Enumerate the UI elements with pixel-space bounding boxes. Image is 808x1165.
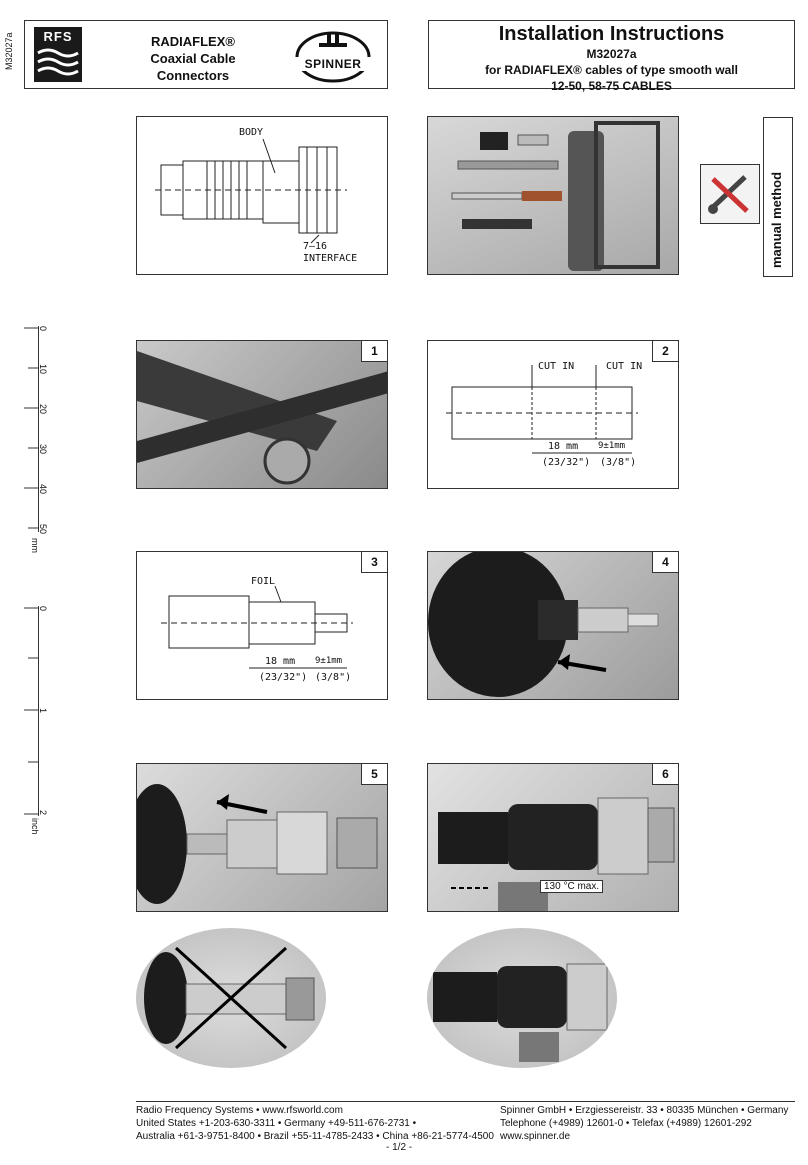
rfs-logo-text: RFS (43, 29, 73, 44)
spinner-emblem-icon (295, 31, 371, 83)
saw-cutting-illustration (137, 351, 387, 485)
subtitle: for RADIAFLEX® cables of type smooth wal… (485, 63, 738, 77)
footer-spinner-web: www.spinner.de (500, 1131, 571, 1142)
foil-dimension-drawing (161, 585, 353, 669)
header-left: RFS RADIAFLEX® Coaxial Cable Connectors … (24, 20, 388, 89)
ruler-inch-unit: inch (30, 818, 40, 835)
overview-drawing: BODY 7–16 INTERFACE (136, 116, 388, 275)
step-number: 5 (361, 764, 387, 785)
step-number: 6 (652, 764, 678, 785)
sleeve-illustration (428, 552, 659, 697)
product-line3: Connectors (156, 68, 230, 83)
mm-ruler (24, 326, 39, 532)
ruler-mm-unit: mm (30, 538, 40, 553)
dimension-2: 9±1mm (315, 656, 343, 666)
step-6-photo: 130 °C max. 6 (427, 763, 679, 912)
wave-icon (37, 48, 79, 76)
foil-label: FOIL (251, 576, 276, 587)
ruler-inch-1: 1 (38, 708, 48, 714)
body-label: BODY (239, 127, 264, 138)
document-id: M32027a (4, 32, 14, 70)
temperature-label: 130 °C max. (540, 880, 604, 893)
dimension-1-inch: (23/32") (259, 672, 308, 683)
step-number: 3 (361, 552, 387, 573)
dimension-1: 18 mm (265, 656, 296, 667)
cable-types: 12-50, 58-75 CABLES (551, 79, 672, 93)
right-method-illustration (433, 963, 608, 1062)
cut-dimension-drawing (446, 365, 638, 454)
right-method-oval (427, 928, 617, 1068)
dimension-2-inch: (3/8") (315, 672, 352, 683)
cut-in-label-1: CUT IN (538, 361, 575, 372)
dimension-2: 9±1mm (598, 441, 626, 451)
interface-word: INTERFACE (303, 253, 358, 264)
side-tab: manual method (763, 117, 793, 277)
product-line1: RADIAFLEX® (151, 34, 235, 49)
tools-illustration (451, 121, 660, 271)
side-tab-label: manual method (769, 171, 784, 268)
inch-ruler (24, 606, 39, 816)
footer-right: Spinner GmbH • Erzgiessereistr. 33 • 803… (500, 1104, 788, 1143)
footer-phones-1: United States +1-203-630-3311 • Germany … (136, 1118, 417, 1129)
wrong-method-oval (136, 928, 326, 1068)
step-number: 4 (652, 552, 678, 573)
cut-in-label-2: CUT IN (606, 361, 643, 372)
ruler-inch-2: 2 (38, 810, 48, 816)
step-1-photo: 1 (136, 340, 388, 489)
ruler-mm-20: 20 (38, 404, 48, 415)
dimension-2-inch: (3/8") (600, 457, 637, 468)
footer-spinner-line: Spinner GmbH • Erzgiessereistr. 33 • 803… (500, 1105, 789, 1116)
header-right: Installation Instructions M32027a for RA… (428, 20, 795, 93)
spinner-logo: SPINNER (293, 27, 373, 85)
ruler-inch-0: 0 (38, 606, 48, 612)
footer-rfs-line: Radio Frequency Systems • www.rfsworld.c… (136, 1105, 343, 1116)
page-number: - 1/2 - (386, 1142, 413, 1153)
connector-drawing (155, 138, 347, 244)
dimension-1: 18 mm (548, 441, 579, 452)
step-2-drawing: CUT IN CUT IN 18 mm (23/32") 9±1mm (3/8"… (427, 340, 679, 489)
step-4-photo: 4 (427, 551, 679, 700)
tools-photo (427, 116, 679, 275)
footer-phones-2: Australia +61-3-9751-8400 • Brazil +55-1… (136, 1131, 494, 1142)
doc-number: M32027a (586, 47, 637, 61)
footer-spinner-phones: Telephone (+4989) 12601-0 • Telefax (+49… (500, 1118, 752, 1129)
ruler-mm-50: 50 (38, 524, 48, 535)
rfs-logo: RFS (34, 27, 82, 82)
footer-rule (136, 1101, 795, 1102)
ruler-mm-30: 30 (38, 444, 48, 455)
page-title: Installation Instructions (498, 23, 725, 45)
step-5-photo: 5 (136, 763, 388, 912)
step-3-drawing: FOIL 18 mm (23/32") 9±1mm (3/8") 3 (136, 551, 388, 700)
heat-shrink-illustration (438, 797, 675, 911)
step-number: 2 (652, 341, 678, 362)
ruler-mm-0: 0 (38, 326, 48, 332)
tools-icon (700, 164, 760, 224)
interface-size: 7–16 (303, 241, 328, 252)
assembly-illustration (137, 784, 378, 904)
dimension-1-inch: (23/32") (542, 457, 591, 468)
product-title: RADIAFLEX® Coaxial Cable Connectors (113, 33, 273, 84)
ruler-mm-40: 40 (38, 484, 48, 495)
interface-label: 7–16 INTERFACE (303, 241, 357, 265)
spinner-logo-text: SPINNER (304, 57, 362, 71)
step-number: 1 (361, 341, 387, 362)
ruler-mm-10: 10 (38, 364, 48, 375)
footer-left: Radio Frequency Systems • www.rfsworld.c… (136, 1104, 494, 1143)
wrong-method-illustration (144, 946, 315, 1050)
product-line2: Coaxial Cable (150, 51, 236, 66)
